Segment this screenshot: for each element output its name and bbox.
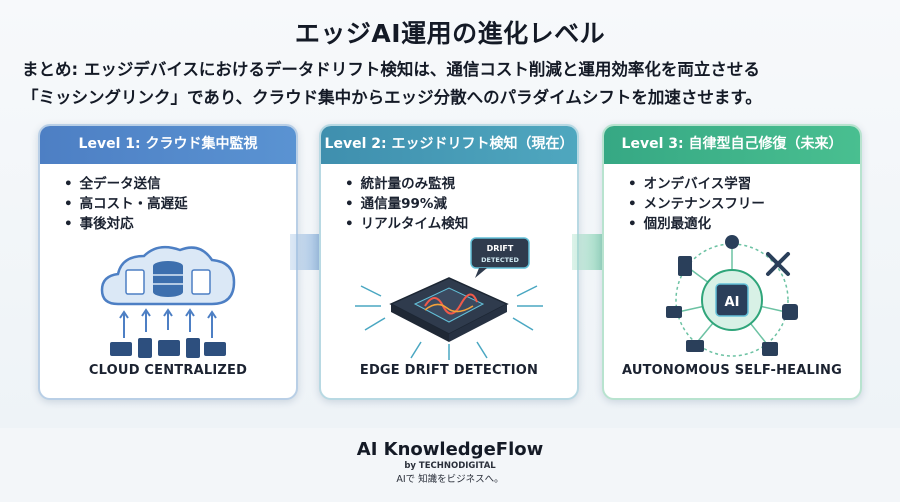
- upload-arrows: [119, 308, 217, 338]
- laptop-icon: [204, 342, 226, 356]
- level-3-bullets: オンデバイス学習 メンテナンスフリー 個別最適化: [628, 174, 860, 234]
- level-1-card: Level 1: クラウド集中監視 全データ送信 高コスト・高遅延 事後対応: [38, 124, 298, 400]
- brand-byline: by TECHNODIGITAL: [404, 461, 496, 471]
- summary-text: まとめ: エッジデバイスにおけるデータドリフト検知は、通信コスト削減と運用効率化…: [22, 56, 882, 112]
- level-2-bullets: 統計量のみ監視 通信量99%減 リアルタイム検知: [345, 174, 577, 234]
- level-3-bullet: メンテナンスフリー: [628, 194, 860, 214]
- brain-chip-icon: AI: [701, 269, 763, 331]
- wrench-icon: [766, 252, 790, 276]
- drift-detected-badge: DRIFT DETECTED: [470, 237, 530, 278]
- page-title: エッジAI運用の進化レベル: [294, 19, 606, 48]
- level-3-header: Level 3: 自律型自己修復（未来）: [604, 126, 860, 164]
- monitor-icon: [158, 340, 180, 356]
- level-1-caption: CLOUD CENTRALIZED: [88, 363, 248, 378]
- level-1-bullet: 事後対応: [64, 214, 296, 234]
- edge-chip-illustration: DRIFT DETECTED: [355, 237, 543, 360]
- self-healing-illustration: AI: [666, 235, 798, 357]
- circuit-traces: [355, 285, 543, 360]
- database-icon: [153, 261, 183, 297]
- badge-line-2: DETECTED: [481, 256, 519, 264]
- level-2-header: Level 2: エッジドリフト検知（現在）: [321, 126, 577, 164]
- level-3-caption: AUTONOMOUS SELF-HEALING: [622, 363, 842, 378]
- device-icon: [782, 304, 798, 320]
- tablet-icon: [186, 338, 200, 358]
- laptop-icon: [110, 342, 132, 356]
- summary-line-2: 「ミッシングリンク」であり、クラウド集中からエッジ分散へのパラダイムシフトを加速…: [22, 88, 762, 107]
- level-2-bullet: 統計量のみ監視: [345, 174, 577, 194]
- phone-icon: [138, 338, 152, 358]
- chip-icon: [389, 277, 509, 342]
- level-3-bullet: 個別最適化: [628, 214, 860, 234]
- level-2-card: Level 2: エッジドリフト検知（現在） 統計量のみ監視 通信量99%減 リ…: [319, 124, 579, 400]
- level-3-bullet: オンデバイス学習: [628, 174, 860, 194]
- ai-chip-label: AI: [725, 295, 740, 310]
- level-1-bullets: 全データ送信 高コスト・高遅延 事後対応: [64, 174, 296, 234]
- badge-line-1: DRIFT: [487, 244, 514, 253]
- device-icon: [666, 306, 682, 318]
- laptop-icon: [686, 340, 704, 352]
- level-2-bullet: リアルタイム検知: [345, 214, 577, 234]
- brand-tagline: AIで 知識をビジネスへ。: [396, 474, 504, 485]
- level-1-bullet: 全データ送信: [64, 174, 296, 194]
- summary-line-1: まとめ: エッジデバイスにおけるデータドリフト検知は、通信コスト削減と運用効率化…: [22, 60, 760, 79]
- phone-icon: [678, 256, 692, 276]
- camera-icon: [725, 235, 739, 249]
- level-3-card: Level 3: 自律型自己修復（未来） オンデバイス学習 メンテナンスフリー …: [602, 124, 862, 400]
- document-icon: [125, 269, 145, 295]
- level-1-bullet: 高コスト・高遅延: [64, 194, 296, 214]
- level-2-bullet: 通信量99%減: [345, 194, 577, 214]
- level-1-header: Level 1: クラウド集中監視: [40, 126, 296, 164]
- footer-brand: AI KnowledgeFlow by TECHNODIGITAL AIで 知識…: [0, 440, 900, 487]
- chip-small-icon: [762, 342, 778, 356]
- brand-name: AI KnowledgeFlow: [356, 439, 544, 460]
- level-2-caption: EDGE DRIFT DETECTION: [359, 363, 539, 378]
- document-icon: [191, 269, 211, 295]
- cloud-centralized-illustration: [100, 245, 236, 358]
